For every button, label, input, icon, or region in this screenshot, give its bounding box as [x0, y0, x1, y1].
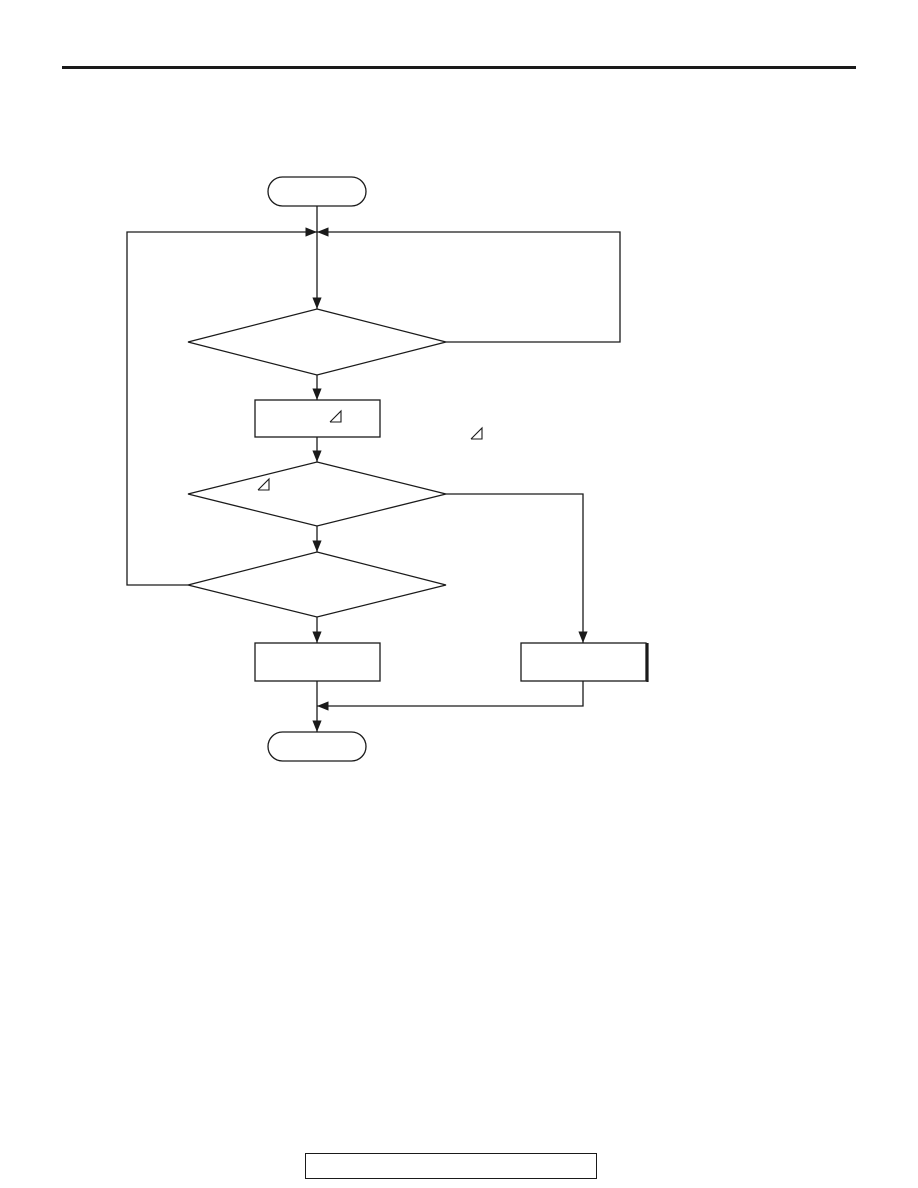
decision-2-diamond [187, 461, 447, 527]
decision-3-diamond [187, 551, 447, 618]
start-terminal [267, 176, 367, 207]
process-right-box [520, 642, 647, 682]
connector-decision-1-loop-right [317, 227, 621, 343]
delta-icon [470, 426, 483, 440]
decision-1-diamond [187, 308, 447, 376]
connector-decision-3-loop-left [126, 227, 317, 586]
process-left-box [254, 642, 381, 682]
end-terminal [267, 731, 367, 762]
connector-right-to-merge [317, 681, 584, 711]
page-top-rule [62, 66, 856, 69]
connector-decision-2-right [446, 493, 588, 643]
delta-icon [257, 477, 270, 491]
process-1-box [254, 399, 381, 438]
footer-box [305, 1153, 597, 1179]
delta-icon [329, 409, 342, 423]
